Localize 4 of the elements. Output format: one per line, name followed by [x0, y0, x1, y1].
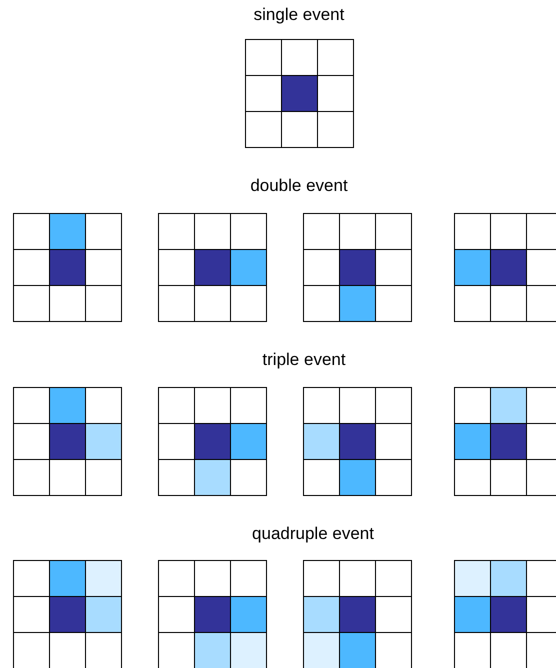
- section-heading: double event: [250, 176, 348, 196]
- section-heading: single event: [254, 5, 344, 25]
- section-heading: triple event: [262, 350, 346, 370]
- section-heading: quadruple event: [252, 524, 374, 544]
